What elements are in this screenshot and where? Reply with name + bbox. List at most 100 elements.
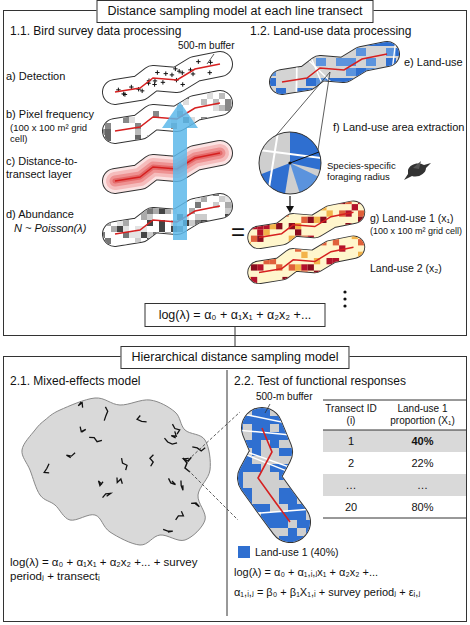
- table-cell: Land-use 1 proportion (X₁): [379, 403, 466, 427]
- drawing-part: [266, 38, 406, 106]
- text-label: 1.2. Land-use data processing: [250, 24, 411, 38]
- drawing-part: [245, 198, 371, 261]
- drawing-part: [135, 232, 141, 238]
- drawing-part: [352, 283, 358, 289]
- drawing-part: [99, 190, 105, 196]
- drawing-part: [159, 196, 165, 202]
- text-label: f) Land-use area extraction: [333, 121, 465, 134]
- drawing-part: [308, 242, 314, 248]
- drawing-part: [315, 464, 324, 472]
- drawing-part: [123, 117, 129, 123]
- drawing-part: [165, 147, 171, 153]
- drawing-part: [257, 264, 263, 270]
- drawing-part: [339, 236, 345, 242]
- drawing-part: [219, 93, 225, 99]
- drawing-part: [195, 220, 201, 226]
- drawing-part: [358, 264, 364, 270]
- text-label: 2.1. Mixed-effects model: [10, 374, 141, 388]
- drawing-part: [230, 449, 320, 485]
- drawing-part: [288, 161, 291, 164]
- drawing-part: [276, 223, 282, 229]
- drawing-part: [251, 252, 257, 258]
- drawing-part: [117, 196, 123, 202]
- drawing-part: [115, 153, 220, 181]
- drawing-part: [207, 87, 213, 93]
- drawing-part: [230, 446, 320, 478]
- table-cell: …: [379, 479, 466, 492]
- drawing-part: [289, 255, 295, 261]
- drawing-part: [243, 520, 252, 528]
- drawing-part: [243, 416, 252, 424]
- drawing-part: [252, 504, 261, 512]
- drawing-part: [147, 214, 153, 220]
- drawing-part: [306, 440, 315, 448]
- text-label: (100 x 100 m² grid cell): [10, 122, 98, 145]
- drawing-part: [141, 250, 147, 256]
- drawing-part: [314, 217, 320, 223]
- drawing-part: [159, 232, 165, 238]
- drawing-part: [99, 129, 105, 135]
- drawing-part: [289, 290, 295, 296]
- drawing-part: [264, 255, 270, 261]
- drawing-part: [314, 204, 320, 210]
- text-label: Land-use 2 (x₂): [370, 262, 468, 275]
- drawing-part: [177, 69, 181, 73]
- drawing-part: [364, 242, 370, 248]
- drawing-part: [345, 264, 351, 270]
- drawing-part: [99, 250, 105, 256]
- equation-text: log(λ) = α₀ + α₁x₁ + α₂x₂ +...: [159, 308, 312, 322]
- text-label: α₁,ᵢ,ⱼ = β₀ + β₁X₁,ᵢ + survey periodⱼ + …: [234, 586, 466, 599]
- drawing-part: [264, 217, 270, 223]
- drawing-part: [165, 238, 171, 244]
- drawing-part: [225, 99, 231, 105]
- connector: [235, 327, 236, 346]
- drawing-part: [386, 58, 396, 66]
- drawing-part: [306, 464, 315, 472]
- drawing-part: [366, 68, 376, 76]
- drawing-part: [270, 520, 279, 528]
- drawing-part: [234, 472, 243, 480]
- drawing-part: [301, 283, 307, 289]
- drawing-part: [352, 204, 358, 210]
- drawing-part: [323, 474, 466, 496]
- drawing-part: [173, 67, 177, 71]
- drawing-part: [66, 453, 75, 458]
- drawing-part: [201, 214, 207, 220]
- drawing-part: [213, 250, 219, 256]
- drawing-part: [234, 504, 243, 512]
- drawing-part: [366, 38, 376, 46]
- drawing-part: [279, 472, 288, 480]
- drawing-part: [123, 244, 129, 250]
- drawing-part: [195, 202, 201, 208]
- drawing-part: [150, 455, 154, 467]
- drawing-part: [288, 536, 297, 544]
- table-cell: 22%: [379, 457, 466, 470]
- drawing-part: [343, 304, 346, 307]
- drawing-part: [115, 153, 220, 181]
- drawing-part: [396, 48, 406, 56]
- drawing-part: [121, 92, 125, 96]
- drawing-part: [282, 248, 288, 254]
- drawing-part: [279, 424, 288, 432]
- drawing-part: [105, 238, 111, 244]
- drawing-part: [225, 196, 231, 202]
- drawing-part: [308, 236, 314, 242]
- drawing-part: [314, 255, 320, 261]
- drawing-part: [219, 105, 225, 111]
- drawing-part: [352, 242, 358, 248]
- drawing-part: [183, 244, 189, 250]
- drawing-part: [326, 48, 336, 56]
- continuation-dots: [343, 290, 346, 307]
- drawing-part: [257, 217, 263, 223]
- drawing-part: [358, 252, 364, 258]
- drawing-part: [327, 248, 333, 254]
- drawing-part: [264, 229, 270, 235]
- drawing-part: [308, 248, 314, 254]
- text-label: 500-m buffer: [256, 391, 313, 403]
- drawing-part: [251, 210, 257, 216]
- drawing-part: [297, 512, 306, 520]
- drawing-part: [306, 520, 315, 528]
- text-label: d) Abundance: [6, 208, 74, 221]
- drawing-part: [111, 147, 117, 153]
- drawing-part: [257, 290, 263, 296]
